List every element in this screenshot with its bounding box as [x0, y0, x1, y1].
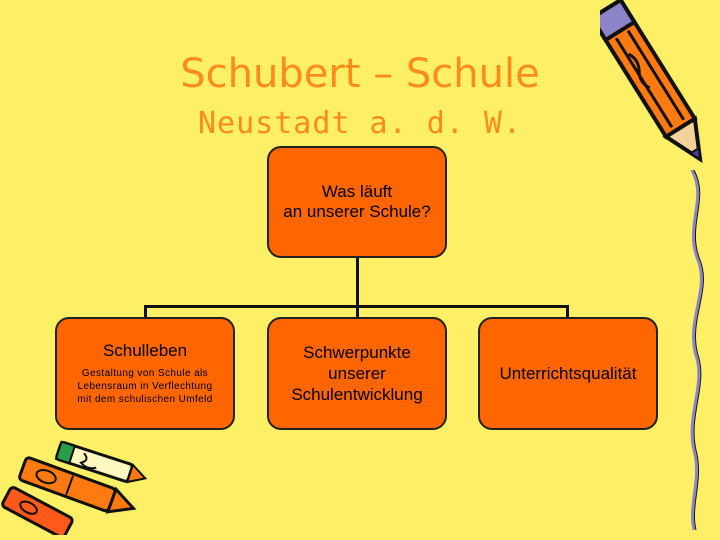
- org-child-label: Unterrichtsqualität: [499, 363, 637, 383]
- org-root-line-1: Was läuft: [321, 182, 393, 201]
- org-child-unterrichtsqualitaet: Unterrichtsqualität: [478, 317, 658, 430]
- connector-mid-down: [356, 305, 359, 318]
- org-child-note-line: Gestaltung von Schule als: [81, 368, 209, 379]
- pencil-icon: [600, 0, 703, 164]
- org-child-schulleben: Schulleben Gestaltung von Schule als Leb…: [55, 317, 235, 430]
- org-child-note-line: mit dem schulischen Umfeld: [77, 394, 213, 405]
- org-child-note-line: Lebensraum in Verflechtung: [77, 381, 213, 392]
- connector-left-down: [144, 305, 147, 318]
- crayons-icon: [1, 440, 148, 535]
- org-child-note: Gestaltung von Schule als Lebensraum in …: [77, 367, 212, 406]
- org-child-label: Schulleben: [102, 341, 188, 360]
- squiggle-line-icon: [690, 170, 704, 530]
- org-root-box: Was läuft an unserer Schule?: [267, 146, 447, 258]
- org-root-line-2: an unserer Schule?: [283, 202, 431, 221]
- org-child-line: Schulentwicklung: [291, 385, 423, 404]
- org-child-schwerpunkte: Schwerpunkte unserer Schulentwicklung: [267, 317, 447, 430]
- org-child-line: Schwerpunkte: [303, 343, 411, 362]
- page-subtitle: Neustadt a. d. W.: [197, 106, 523, 141]
- org-child-line: unserer: [328, 364, 386, 383]
- connector-root-down: [356, 258, 359, 307]
- page-title: Schubert – Schule: [180, 51, 540, 97]
- connector-right-down: [566, 305, 569, 318]
